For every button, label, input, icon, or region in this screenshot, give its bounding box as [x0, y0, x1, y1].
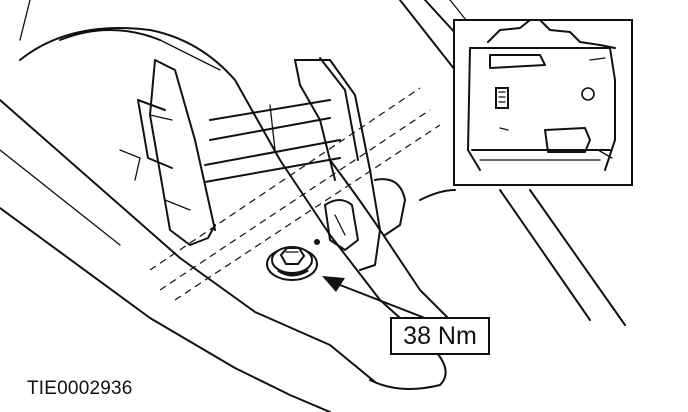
figure-reference-id: TIE0002936: [27, 378, 133, 399]
hinge-axis-lines: [149, 87, 441, 301]
hinge-bracket-left: [119, 59, 216, 246]
torque-callout: 38 Nm: [390, 317, 490, 355]
detail-inset: [453, 19, 633, 186]
torque-pointer-arrow: [322, 276, 431, 321]
hinge-bolt: [266, 239, 320, 281]
hinge-bracket-right: [294, 57, 406, 271]
body-panel-lines: [0, 0, 626, 412]
hinge-rods: [204, 99, 341, 183]
